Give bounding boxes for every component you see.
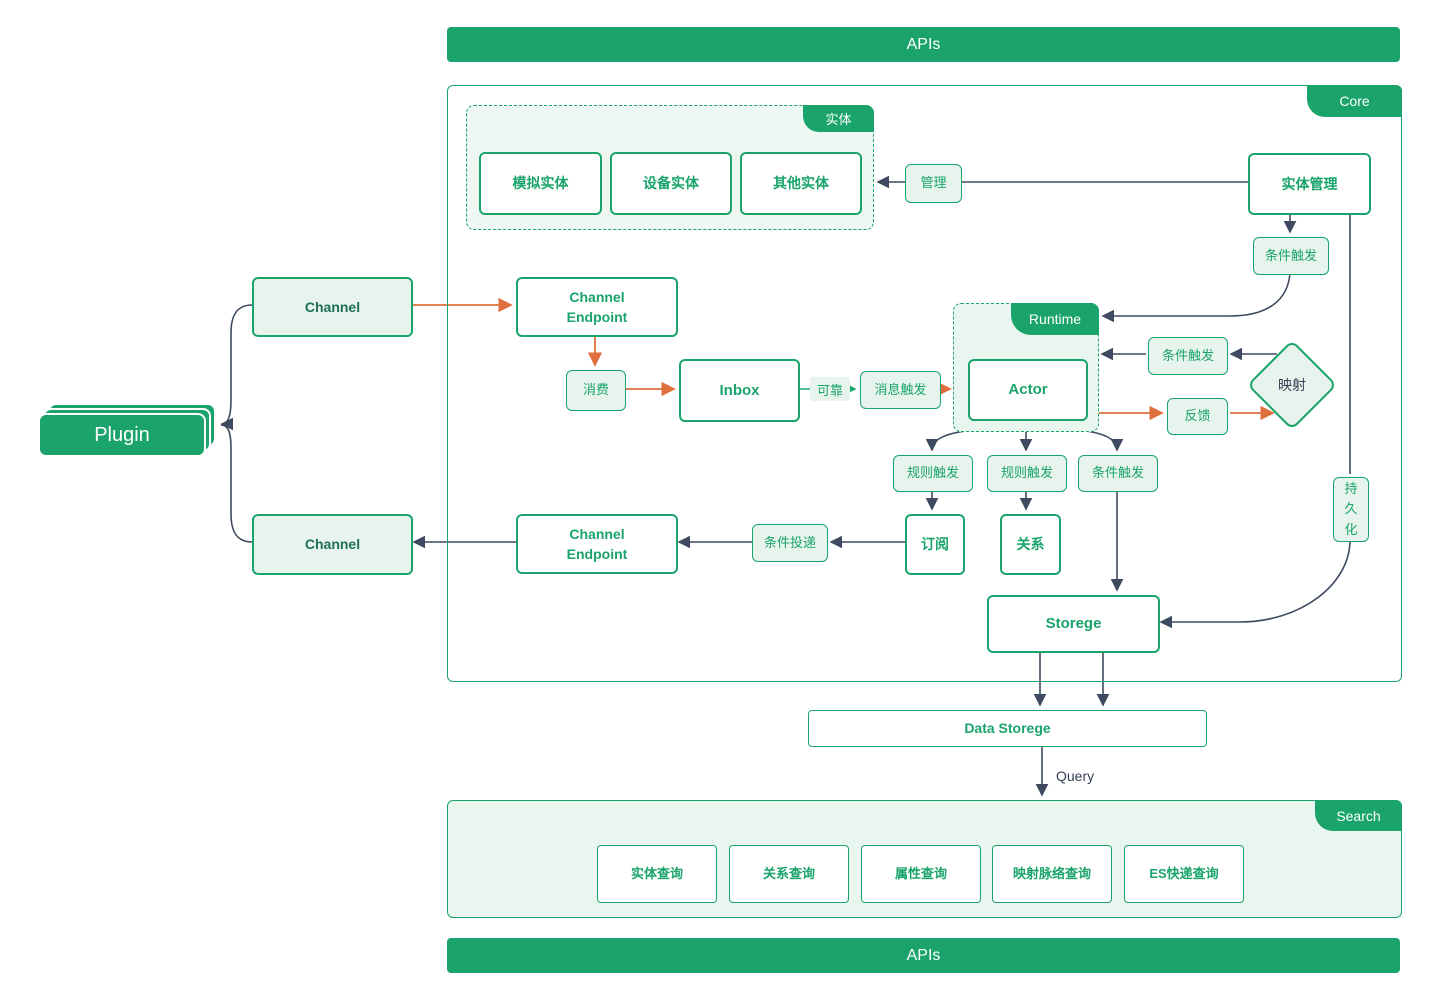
node-channel-top: Channel bbox=[252, 277, 413, 337]
node-cond-delivery: 条件投递 bbox=[752, 524, 828, 562]
query-label-text: Query bbox=[1056, 768, 1095, 784]
msg-trigger-label: 消息触发 bbox=[874, 381, 927, 397]
node-subscribe: 订阅 bbox=[905, 514, 965, 575]
channel-endpoint-bottom-label: Channel Endpoint bbox=[566, 525, 628, 562]
node-sim-entity: 模拟实体 bbox=[479, 152, 602, 215]
node-channel-bottom: Channel bbox=[252, 514, 413, 575]
arrow-persist-to-storage bbox=[1159, 539, 1351, 629]
node-consume: 消费 bbox=[566, 370, 626, 411]
core-tag-label: Core bbox=[1339, 93, 1370, 109]
node-storage: Storege bbox=[987, 595, 1160, 653]
node-entity-query: 实体查询 bbox=[597, 845, 717, 903]
node-device-entity: 设备实体 bbox=[610, 152, 732, 215]
search-tag-label: Search bbox=[1336, 807, 1381, 824]
plugin-label: Plugin bbox=[94, 423, 150, 446]
inbox-label: Inbox bbox=[719, 381, 760, 399]
channel-bottom-label: Channel bbox=[304, 536, 361, 553]
node-entity-mgmt: 实体管理 bbox=[1248, 153, 1371, 215]
consume-label: 消费 bbox=[582, 382, 609, 398]
line-channel2-to-plugin bbox=[220, 424, 253, 543]
core-section: Core bbox=[447, 85, 1402, 682]
node-persist: 持 久 化 bbox=[1333, 477, 1369, 542]
bottom-apis-label: APIs bbox=[906, 946, 941, 964]
top-apis-bar: APIs bbox=[447, 27, 1400, 62]
entity-group-tag-label: 实体 bbox=[825, 112, 852, 127]
node-relation-query: 关系查询 bbox=[729, 845, 849, 903]
node-channel-endpoint-bottom: Channel Endpoint bbox=[516, 514, 678, 574]
persist-label: 持 久 化 bbox=[1344, 481, 1358, 537]
node-mapping-trace-query: 映射脉络查询 bbox=[992, 845, 1112, 903]
storage-label: Storege bbox=[1045, 615, 1102, 633]
entity-query-label: 实体查询 bbox=[630, 865, 683, 881]
relation-query-label: 关系查询 bbox=[762, 865, 815, 881]
channel-endpoint-top-label: Channel Endpoint bbox=[566, 288, 628, 325]
arrow-condtrigger-to-runtime bbox=[1101, 272, 1291, 323]
node-plugin: Plugin bbox=[38, 403, 216, 457]
other-entity-label: 其他实体 bbox=[773, 175, 829, 192]
node-es-query: ES快递查询 bbox=[1124, 845, 1244, 903]
core-tag: Core bbox=[1307, 85, 1402, 117]
runtime-tag: Runtime bbox=[1011, 303, 1099, 335]
entity-group-tag: 实体 bbox=[803, 105, 874, 132]
rule-trigger-1-label: 规则触发 bbox=[906, 465, 959, 481]
cond-trigger-top-label: 条件触发 bbox=[1264, 247, 1317, 263]
node-other-entity: 其他实体 bbox=[740, 152, 862, 215]
search-tag: Search bbox=[1315, 800, 1402, 831]
manage-label: 管理 bbox=[920, 175, 947, 191]
sim-entity-label: 模拟实体 bbox=[512, 175, 569, 192]
attribute-query-label: 属性查询 bbox=[894, 865, 947, 881]
node-feedback: 反馈 bbox=[1167, 398, 1228, 435]
node-msg-trigger: 消息触发 bbox=[860, 371, 941, 409]
relation-label: 关系 bbox=[1016, 536, 1045, 553]
node-rule-trigger-2: 规则触发 bbox=[987, 455, 1067, 492]
runtime-tag-label: Runtime bbox=[1028, 311, 1082, 327]
node-rule-trigger-1: 规则触发 bbox=[893, 455, 973, 492]
rule-trigger-2-label: 规则触发 bbox=[1000, 465, 1053, 481]
node-manage: 管理 bbox=[905, 164, 962, 203]
mapping-label: 映射 bbox=[1278, 377, 1306, 393]
node-data-storage: Data Storege bbox=[808, 710, 1207, 747]
node-channel-endpoint-top: Channel Endpoint bbox=[516, 277, 678, 337]
mapping-trace-query-label: 映射脉络查询 bbox=[1012, 865, 1091, 881]
reliable-label: 可靠 bbox=[816, 382, 843, 398]
cond-trigger-3-label: 条件触发 bbox=[1091, 465, 1144, 481]
orange-arrows bbox=[409, 297, 1275, 421]
data-storage-label: Data Storege bbox=[964, 720, 1051, 737]
query-label: Query bbox=[1056, 768, 1094, 784]
entity-mgmt-label: 实体管理 bbox=[1281, 175, 1338, 192]
node-cond-trigger-runtime: 条件触发 bbox=[1148, 337, 1228, 375]
node-cond-trigger-3: 条件触发 bbox=[1078, 455, 1158, 492]
es-query-label: ES快递查询 bbox=[1149, 865, 1219, 881]
plugin-box: Plugin bbox=[38, 413, 206, 457]
node-relation: 关系 bbox=[1000, 514, 1061, 575]
node-inbox: Inbox bbox=[679, 359, 800, 422]
node-cond-trigger-top: 条件触发 bbox=[1253, 237, 1329, 275]
top-apis-label: APIs bbox=[906, 35, 941, 53]
label-reliable: 可靠 bbox=[810, 377, 850, 401]
cond-trigger-runtime-label: 条件触发 bbox=[1161, 347, 1214, 363]
arrow-channel1-to-plugin bbox=[220, 304, 253, 431]
node-actor: Actor bbox=[968, 359, 1088, 421]
bottom-apis-bar: APIs bbox=[447, 938, 1400, 973]
device-entity-label: 设备实体 bbox=[643, 175, 699, 192]
actor-label: Actor bbox=[1008, 381, 1048, 399]
channel-top-label: Channel bbox=[304, 298, 361, 315]
subscribe-label: 订阅 bbox=[921, 536, 949, 553]
node-attribute-query: 属性查询 bbox=[861, 845, 981, 903]
cond-delivery-label: 条件投递 bbox=[763, 534, 816, 550]
feedback-label: 反馈 bbox=[1184, 408, 1211, 424]
